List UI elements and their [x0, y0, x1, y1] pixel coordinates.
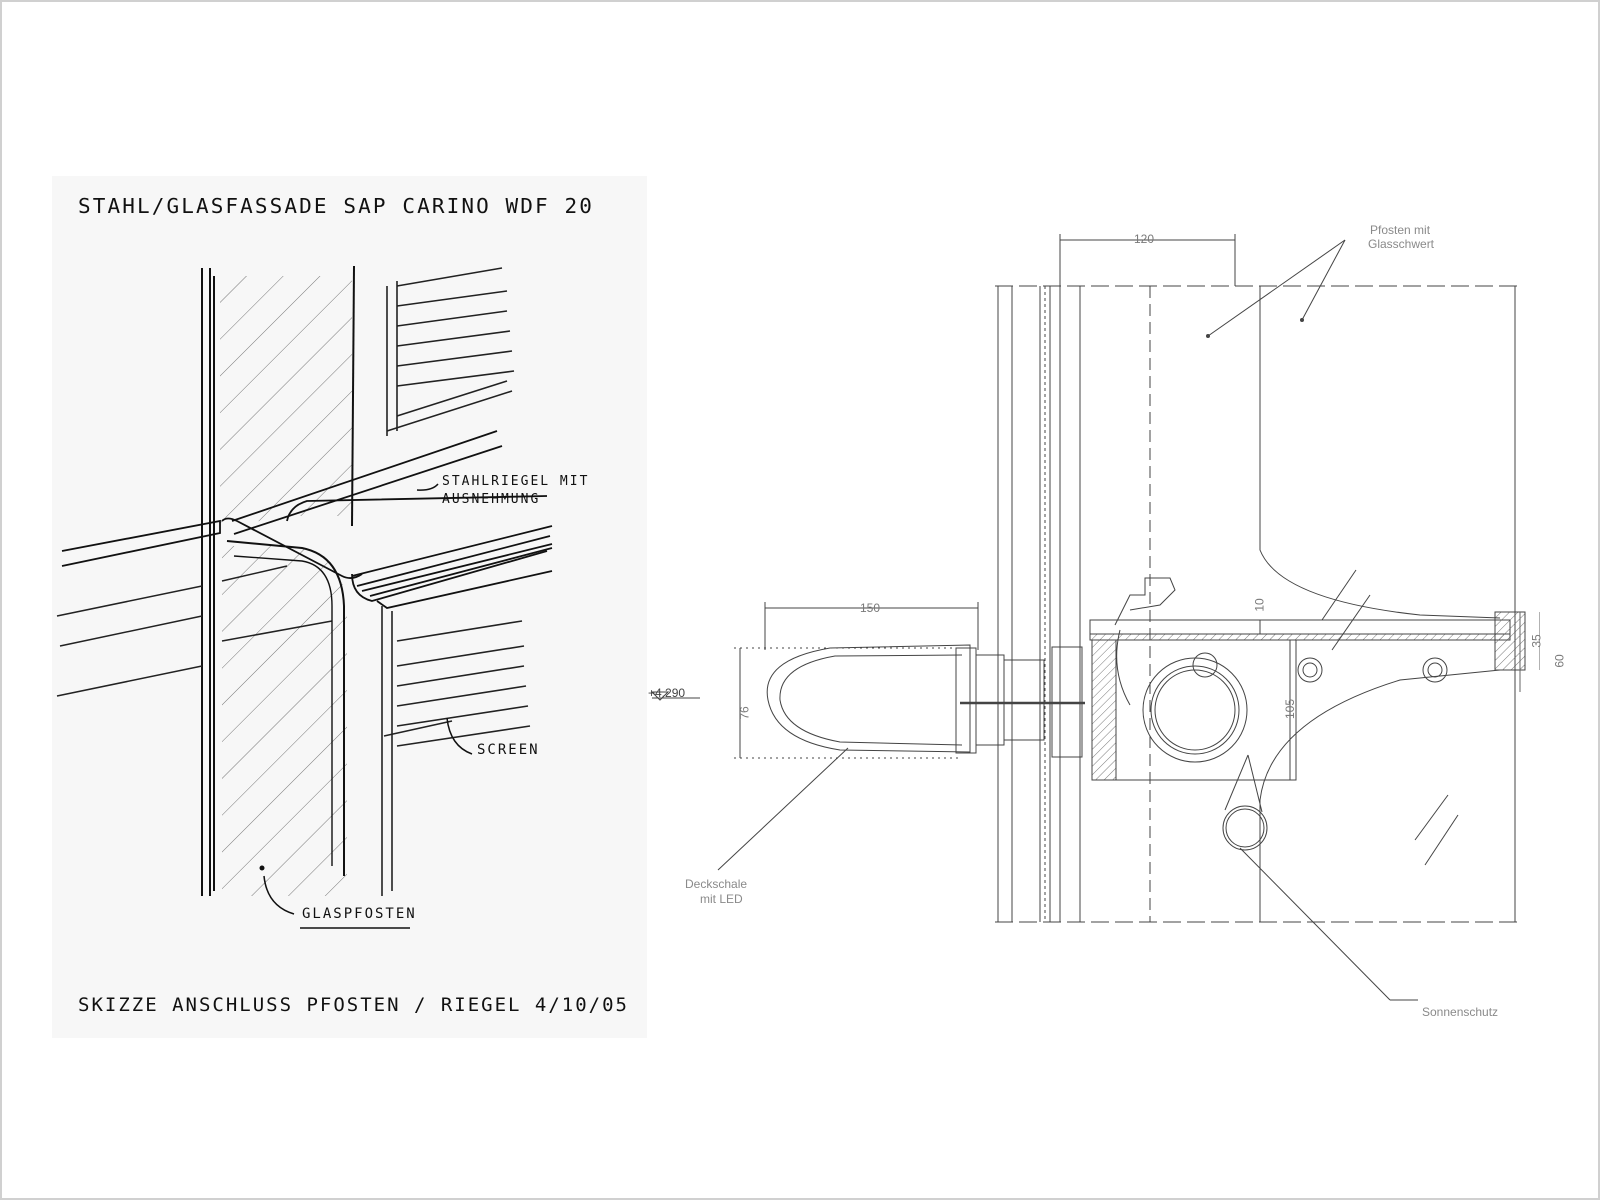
- dim-35: 35: [1529, 634, 1544, 648]
- label-stahlriegel-line1: STAHLRIEGEL MIT: [442, 474, 590, 489]
- glass-fin-lower: [222, 546, 347, 896]
- leader-glaspfosten: [263, 875, 295, 915]
- steel-transom: [61, 430, 553, 609]
- dim-150: 150: [860, 601, 881, 615]
- dim-10: 10: [1252, 598, 1267, 612]
- label-glaspfosten: GLASPFOSTEN: [302, 906, 417, 922]
- label-deckschale-line1: Deckschale: [685, 877, 748, 891]
- cad-section-drawing: [650, 234, 1540, 1001]
- screen-area: [381, 606, 531, 896]
- dim-105: 105: [1283, 698, 1298, 720]
- label-pfosten-line2: Glasschwert: [1368, 237, 1435, 251]
- glass-fin-edge: [226, 540, 345, 876]
- label-screen: SCREEN: [477, 742, 540, 758]
- dim-76: 76: [737, 706, 752, 720]
- sketch-title: STAHL/GLASFASSADE SAP CARINO WDF 20: [78, 194, 595, 218]
- glass-fin-upper: [220, 276, 352, 536]
- left-transom: [56, 565, 333, 697]
- label-stahlriegel-line2: AUSNEHMUNG: [442, 492, 541, 507]
- upper-window: [386, 267, 515, 436]
- sketch-panel: STAHL/GLASFASSADE SAP CARINO WDF 20 STAH…: [52, 176, 647, 1038]
- dim-60: 60: [1552, 654, 1567, 668]
- leader-stahlriegel: [416, 483, 439, 491]
- label-pfosten-line1: Pfosten mit: [1370, 223, 1431, 237]
- label-sonnenschutz: Sonnenschutz: [1422, 1005, 1499, 1019]
- leader-screen: [446, 717, 473, 755]
- sketch-drawing: [56, 265, 553, 929]
- label-deckschale-line2: mit LED: [700, 892, 743, 906]
- dim-120: 120: [1134, 232, 1155, 246]
- sketch-caption: SKIZZE ANSCHLUSS PFOSTEN / RIEGEL 4/10/0…: [78, 994, 629, 1016]
- glass-post: [201, 265, 355, 896]
- level-marker: +4.290: [648, 686, 686, 700]
